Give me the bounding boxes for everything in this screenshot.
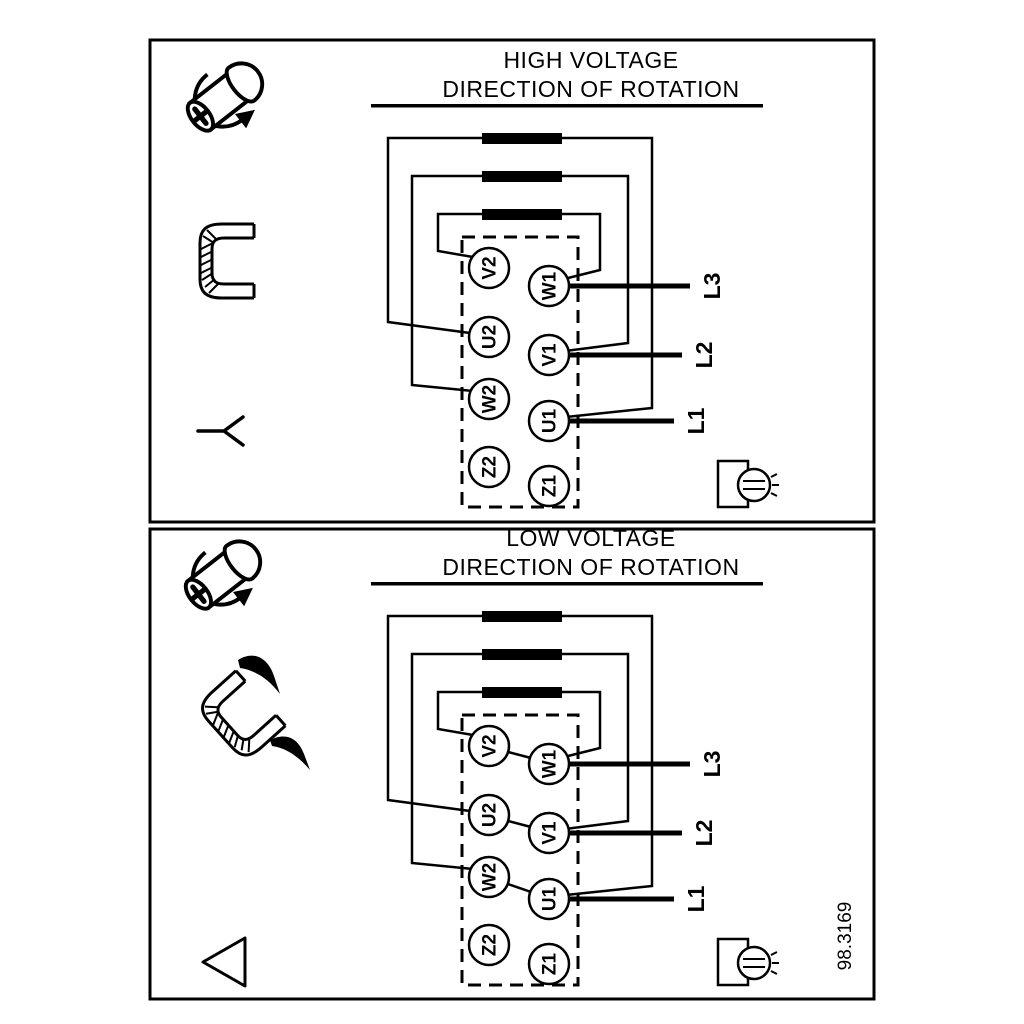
terminal-label-z1: Z1 xyxy=(540,474,561,497)
delta-bridge-wires xyxy=(507,750,532,894)
supply-label-l3: L3 xyxy=(699,273,725,300)
panel-title-line1: LOW VOLTAGE xyxy=(506,525,676,551)
terminal-labels-low: V2 U2 W2 Z2 W1 V1 U1 Z1 xyxy=(480,734,561,975)
terminal-label-w2: W2 xyxy=(480,385,501,414)
jumper-move-arrow-bottom xyxy=(270,736,310,770)
supply-line-labels-high: L3 L2 L1 xyxy=(683,273,725,435)
terminal-label-v2: V2 xyxy=(480,734,501,757)
terminal-label-u2: U2 xyxy=(480,803,501,827)
title-underline xyxy=(371,582,763,586)
terminal-label-z1: Z1 xyxy=(540,952,561,975)
terminal-label-w1: W1 xyxy=(540,749,561,778)
terminal-label-w2: W2 xyxy=(480,863,501,892)
supply-label-l1: L1 xyxy=(683,407,709,434)
star-connection-icon xyxy=(196,415,245,447)
terminal-label-w1: W1 xyxy=(540,271,561,300)
supply-label-l2: L2 xyxy=(691,342,717,369)
terminal-label-v2: V2 xyxy=(480,256,501,279)
supply-line-labels-low: L3 L2 L1 xyxy=(683,751,725,913)
panel-title-line2: DIRECTION OF ROTATION xyxy=(442,554,739,580)
supply-label-l1: L1 xyxy=(683,885,709,912)
figure-number: 98.3169 xyxy=(835,902,856,971)
jumper-move-arrows xyxy=(238,655,310,770)
terminal-labels-high: V2 U2 W2 Z2 W1 V1 U1 Z1 xyxy=(480,256,561,497)
terminal-label-v1: V1 xyxy=(540,821,561,845)
panel-high-voltage: HIGH VOLTAGE DIRECTION OF ROTATION V2 U2… xyxy=(148,38,876,524)
supply-label-l3: L3 xyxy=(699,751,725,778)
terminal-label-z2: Z2 xyxy=(480,456,501,478)
panel-title-line1: HIGH VOLTAGE xyxy=(503,47,678,73)
panel-title-line2: DIRECTION OF ROTATION xyxy=(442,76,739,102)
jumper-move-arrow-top xyxy=(238,655,280,694)
terminal-label-u2: U2 xyxy=(480,325,501,349)
title-underline xyxy=(371,104,763,108)
terminal-label-u1: U1 xyxy=(540,408,561,433)
supply-label-l2: L2 xyxy=(691,820,717,847)
bridge-u2-v1 xyxy=(507,819,532,829)
terminal-label-u1: U1 xyxy=(540,886,561,911)
bridge-w2-u1 xyxy=(507,882,532,894)
delta-connection-icon xyxy=(201,936,247,988)
panel-low-voltage: LOW VOLTAGE DIRECTION OF ROTATION V2 U2 … xyxy=(148,525,876,1001)
bridge-v2-w1 xyxy=(507,750,532,760)
terminal-label-v1: V1 xyxy=(540,343,561,367)
terminal-label-z2: Z2 xyxy=(480,934,501,956)
